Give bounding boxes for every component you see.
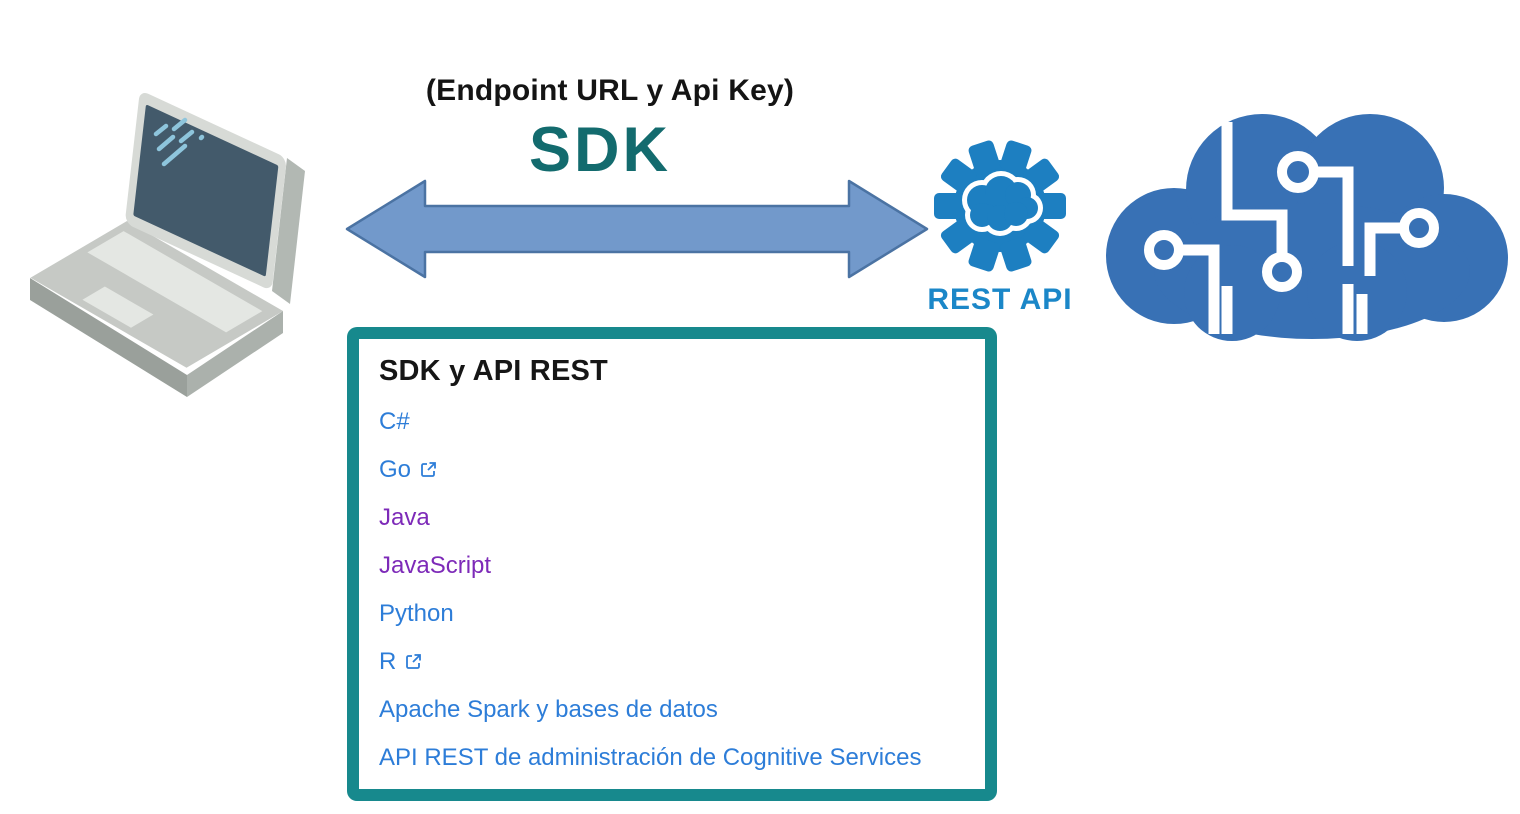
sdk-link-list: C# Go Java JavaScript Python R Apache Sp…: [379, 398, 967, 782]
laptop-icon: [30, 93, 305, 397]
circuit-traces: [1181, 122, 1404, 334]
link-python[interactable]: Python: [379, 600, 454, 627]
gear-cloud-icon: [934, 139, 1066, 273]
link-java[interactable]: Java: [379, 504, 430, 531]
circuit-nodes: [1144, 151, 1439, 292]
endpoint-caption: (Endpoint URL y Api Key): [425, 74, 795, 107]
sdk-api-panel: SDK y API REST C# Go Java JavaScript Pyt…: [347, 327, 997, 801]
screen-reflection-dashes: [153, 117, 205, 167]
link-go[interactable]: Go: [379, 446, 967, 494]
link-csharp[interactable]: C#: [379, 408, 410, 435]
panel-title: SDK y API REST: [379, 355, 608, 387]
rest-api-label: REST API: [927, 283, 1073, 316]
double-headed-arrow: [345, 179, 929, 279]
link-r[interactable]: R: [379, 638, 967, 686]
external-link-icon: [419, 448, 438, 477]
sdk-label: SDK: [528, 115, 671, 185]
external-link-icon: [404, 640, 423, 669]
link-javascript[interactable]: JavaScript: [379, 552, 492, 579]
link-api-rest-admin[interactable]: API REST de administración de Cognitive …: [379, 744, 922, 771]
cloud-brain-circuit-icon: [1106, 114, 1508, 341]
link-apache-spark[interactable]: Apache Spark y bases de datos: [379, 696, 718, 723]
